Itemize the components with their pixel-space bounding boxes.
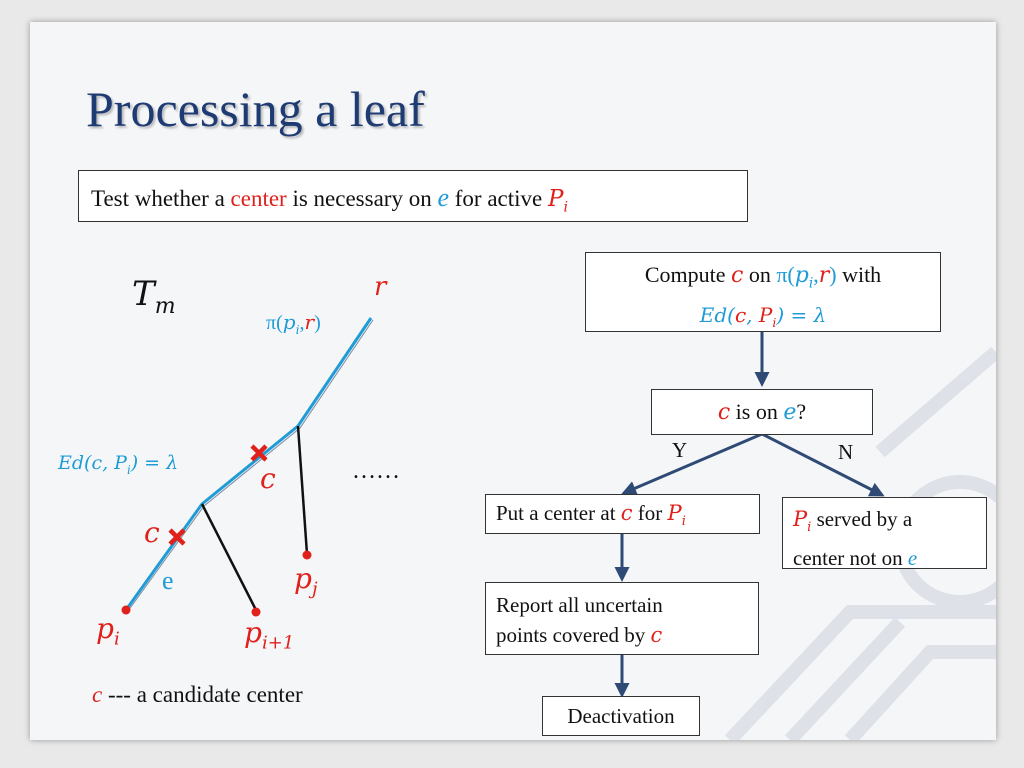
tree-label-ed: Ed(c, Pi) = λ [58,452,179,477]
tree-label-dots: …… [352,458,400,484]
tree-label-pi1: pi+1 [244,616,295,654]
leaf-pi-dot [121,605,131,615]
test-box: Test whether a center is necessary on e … [78,170,748,222]
diagram-canvas [121,317,885,698]
flow-label-no: N [838,440,854,464]
tree-label-c-upper: c [260,462,276,495]
test-P: P [548,186,564,212]
test-center-word: center [230,186,287,211]
arrow-yes [621,432,763,496]
arrow-no [761,432,885,497]
leaf-pj-dot [302,550,312,560]
flow-deactivation-box: Deactivation [542,696,700,736]
tree-label-c-lower: c [144,516,160,549]
flow-label-yes: Y [672,438,688,462]
flow-report-box: Report all uncertain points covered by c [485,582,759,655]
branch-to-pj [296,425,309,555]
candidate-cross-lower [168,528,186,546]
test-edge-e: e [437,183,450,212]
test-text-mid: is necessary on [286,186,438,211]
tree-label-r: r [374,272,387,302]
tree-label-Tm: Tm [132,274,176,319]
candidate-cross-upper [250,444,268,462]
test-text-post: for active [449,186,548,211]
slide: Processing a leaf Test whether a center … [30,22,996,740]
tree-label-path: π(pi,r) [266,310,321,337]
legend-candidate-center: c --- a candidate center [92,682,303,707]
tree-label-e: e [162,566,174,595]
test-P-sub: i [563,199,569,216]
slide-title: Processing a leaf [86,81,425,137]
flow-served-box: Pi served by a center not on e [782,497,987,570]
path-pi-to-r [124,317,374,612]
branch-to-pi1 [200,503,258,611]
leaf-pi1-dot [251,607,261,617]
tree-label-pj: pj [294,562,318,600]
test-text-pre: Test whether a [91,186,231,211]
flow-compute-box: Compute c on π(pi,r) with Ed(c, Pi) = λ [585,252,941,332]
tree-label-pi: pi [96,612,120,650]
flow-put-center-box: Put a center at c for Pi [485,494,760,534]
flow-decision-box: c is on e? [651,389,873,435]
